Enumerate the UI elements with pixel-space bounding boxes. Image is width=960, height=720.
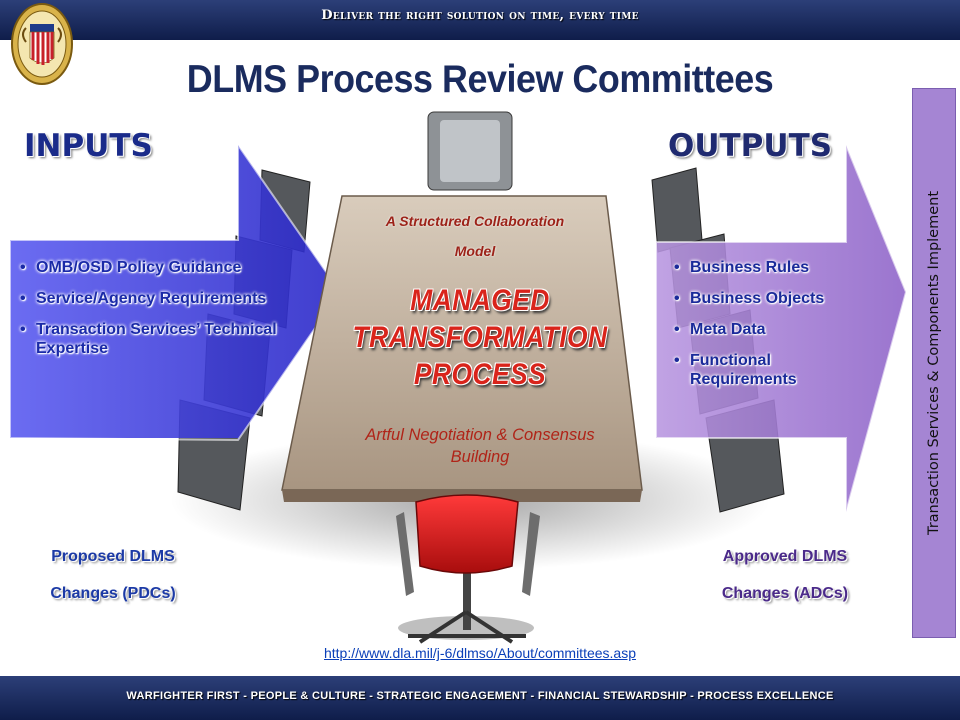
- implement-sidebar: Transaction Services & Components Implem…: [912, 88, 956, 638]
- adc-line: Approved DLMS: [722, 548, 848, 565]
- pdc-line: Proposed DLMS: [51, 548, 175, 565]
- list-item: Transaction Services’ Technical Expertis…: [14, 320, 314, 358]
- approved-changes-label: Approved DLMS Changes (ADCs): [690, 538, 880, 612]
- chair-front-red: [396, 494, 540, 644]
- dla-seal-icon: [11, 3, 73, 85]
- list-item: Meta Data: [668, 320, 868, 339]
- pdc-line: Changes (PDCs): [50, 585, 176, 602]
- list-item: OMB/OSD Policy Guidance: [14, 258, 314, 277]
- managed-transformation-text: MANAGED TRANSFORMATION PROCESS: [348, 282, 612, 393]
- page-title: DLMS Process Review Committees: [186, 58, 774, 101]
- header-tagline: Deliver the right solution on time, ever…: [321, 8, 639, 23]
- collaboration-model-text: A Structured Collaboration Model: [350, 206, 600, 266]
- artful-negotiation-text: Artful Negotiation & Consensus Building: [320, 424, 640, 468]
- list-item: Service/Agency Requirements: [14, 289, 314, 308]
- inputs-heading: INPUTS: [24, 128, 153, 164]
- footer-band: WARFIGHTER FIRST - PEOPLE & CULTURE - ST…: [0, 676, 960, 720]
- collab-line: Model: [454, 243, 496, 259]
- header-band: Deliver the right solution on time, ever…: [0, 0, 960, 40]
- proposed-changes-label: Proposed DLMS Changes (PDCs): [18, 538, 208, 612]
- chair-back: [427, 111, 513, 191]
- managed-line: PROCESS: [413, 358, 547, 391]
- managed-line: MANAGED: [410, 284, 550, 317]
- inputs-list: OMB/OSD Policy Guidance Service/Agency R…: [14, 258, 314, 370]
- outputs-heading: OUTPUTS: [668, 128, 833, 164]
- outputs-list: Business Rules Business Objects Meta Dat…: [668, 258, 868, 401]
- adc-line: Changes (ADCs): [721, 585, 849, 602]
- list-item: Business Rules: [668, 258, 868, 277]
- implement-sidebar-text: Transaction Services & Components Implem…: [926, 190, 942, 536]
- collab-line: A Structured Collaboration: [385, 213, 565, 229]
- list-item: Functional Requirements: [668, 351, 868, 389]
- managed-line: TRANSFORMATION: [352, 321, 608, 354]
- committees-link[interactable]: http://www.dla.mil/j-6/dlmso/About/commi…: [323, 645, 636, 661]
- artful-line: Building: [450, 448, 510, 466]
- list-item: Business Objects: [668, 289, 868, 308]
- artful-line: Artful Negotiation & Consensus: [365, 426, 595, 444]
- footer-values: WARFIGHTER FIRST - PEOPLE & CULTURE - ST…: [126, 690, 834, 702]
